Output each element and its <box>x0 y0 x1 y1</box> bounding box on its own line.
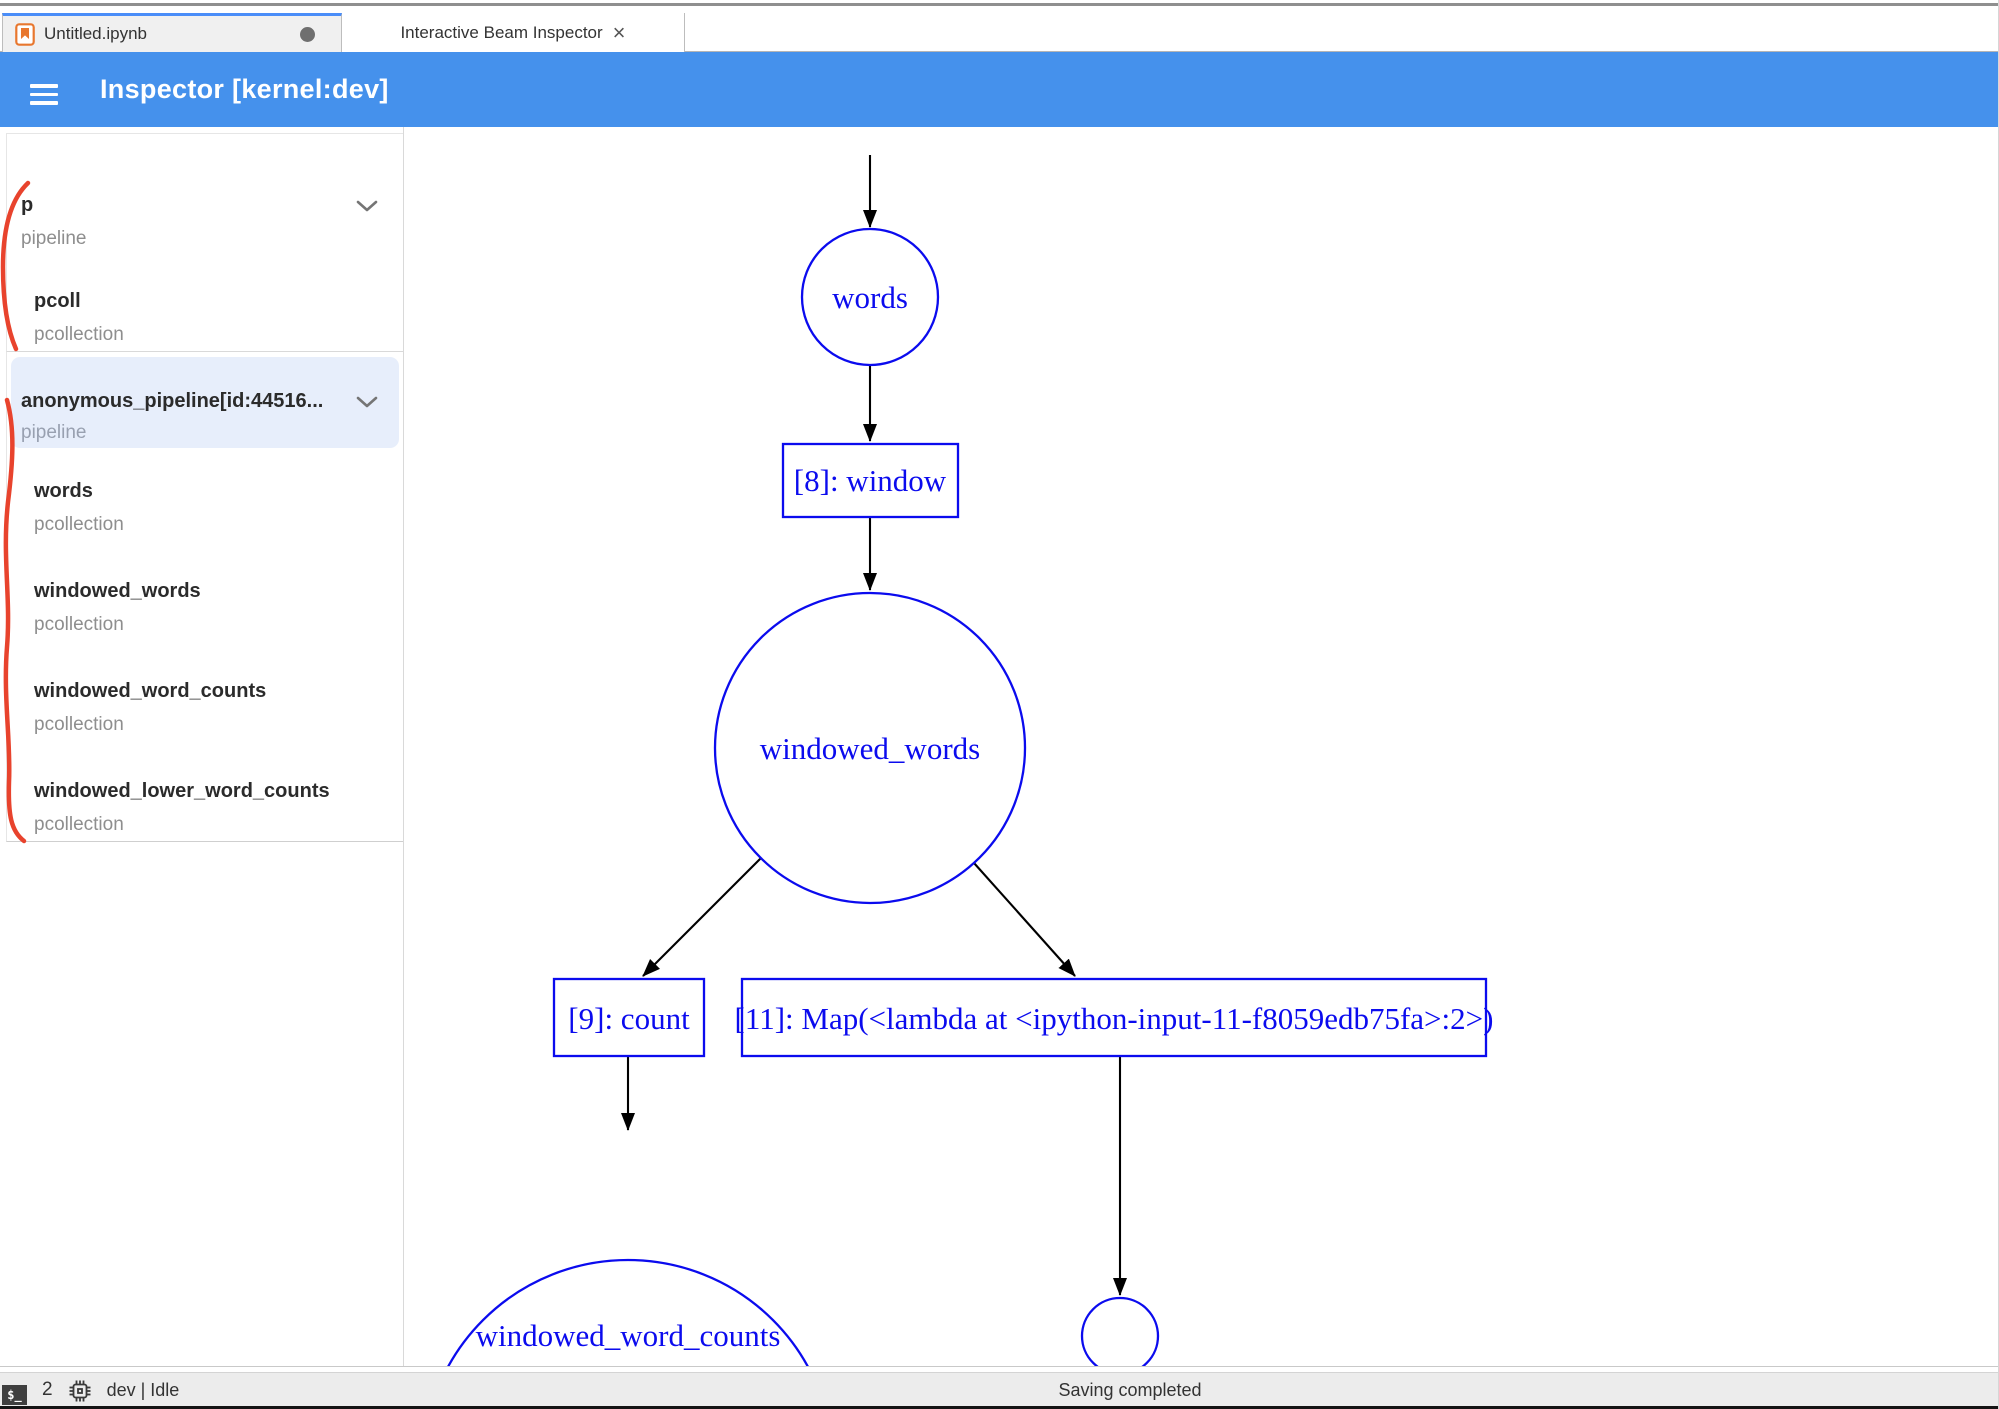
sidebar-item-pipeline-p[interactable]: p <box>21 194 34 216</box>
tab-beam-inspector[interactable]: Interactive Beam Inspector × <box>342 13 685 52</box>
pipeline-graph: words [8]: window windowed_words [9]: co… <box>447 155 1494 1366</box>
node-windowed-words <box>713 591 1027 905</box>
node-windowed-word-counts <box>447 1258 809 1366</box>
node-window-transform <box>781 442 960 519</box>
sidebar-item-words[interactable]: words <box>34 480 93 502</box>
kernel-count[interactable]: 2 <box>42 1379 53 1400</box>
node-map-label: [11]: Map(<lambda at <ipython-input-11-f… <box>735 1001 1494 1036</box>
inspector-appbar: Inspector [kernel:dev] <box>0 52 1998 127</box>
item-type-label: pcollection <box>34 814 124 835</box>
node-words-label: words <box>832 280 908 315</box>
pipeline-panel-anonymous: anonymous_pipeline[id:44516... pipeline … <box>6 352 403 842</box>
kernel-status[interactable]: dev | Idle <box>106 1379 180 1400</box>
node-map-transform <box>740 977 1488 1058</box>
pipeline-panel-p: p pipeline pcoll pcollection <box>6 133 403 352</box>
node-count-transform <box>552 977 706 1058</box>
notebook-icon <box>15 22 35 46</box>
node-window-label: [8]: window <box>794 463 947 498</box>
window-bottom-edge <box>0 1406 1998 1409</box>
save-status-message: Saving completed <box>1058 1380 1202 1400</box>
chevron-down-icon[interactable] <box>356 200 378 213</box>
window-top-edge <box>0 3 1998 6</box>
selected-row-highlight <box>11 357 399 448</box>
sidebar-item-pcoll[interactable]: pcoll <box>34 290 81 312</box>
sidebar-divider <box>403 127 404 1366</box>
item-type-label: pcollection <box>34 614 124 635</box>
edge-windowedwords-count <box>642 857 762 977</box>
tab-label: Untitled.ipynb <box>44 24 148 43</box>
close-icon[interactable]: × <box>612 19 626 45</box>
edge-windowedwords-map <box>973 862 1076 977</box>
node-words <box>800 227 940 367</box>
node-count-label: [9]: count <box>568 1001 690 1036</box>
item-type-label: pcollection <box>34 324 124 345</box>
status-left-group: $_ 2 dev | Idle <box>2 1373 179 1407</box>
item-type-label: pipeline <box>21 228 87 249</box>
node-windowed-word-counts-label: windowed_word_counts <box>476 1318 781 1353</box>
kernel-chip-icon[interactable] <box>68 1379 92 1403</box>
tab-untitled-notebook[interactable]: Untitled.ipynb <box>2 13 342 52</box>
page-title: Inspector [kernel:dev] <box>100 74 389 104</box>
item-type-label: pcollection <box>34 514 124 535</box>
status-bar: $_ 2 dev | Idle Saving completed <box>0 1372 1998 1406</box>
inspector-content: p pipeline pcoll pcollection anonymous_p… <box>0 127 1998 1367</box>
item-type-label: pcollection <box>34 714 124 735</box>
node-map-output <box>1080 1296 1160 1366</box>
chevron-down-icon[interactable] <box>356 396 378 409</box>
sidebar-item-windowed-word-counts[interactable]: windowed_word_counts <box>34 680 267 702</box>
unsaved-changes-dot <box>300 26 315 42</box>
sidebar-item-windowed-words[interactable]: windowed_words <box>34 580 201 602</box>
item-type-label: pipeline <box>21 422 87 443</box>
sidebar-item-windowed-lower-word-counts[interactable]: windowed_lower_word_counts <box>34 780 330 802</box>
terminal-icon[interactable]: $_ <box>2 1385 27 1405</box>
dock-tabbar: Untitled.ipynb Interactive Beam Inspecto… <box>0 13 1998 52</box>
menu-icon[interactable] <box>30 84 58 105</box>
sidebar-item-anonymous-pipeline[interactable]: anonymous_pipeline[id:44516... <box>21 390 324 412</box>
tab-label: Interactive Beam Inspector <box>400 22 603 42</box>
node-windowed-words-label: windowed_words <box>760 731 980 766</box>
